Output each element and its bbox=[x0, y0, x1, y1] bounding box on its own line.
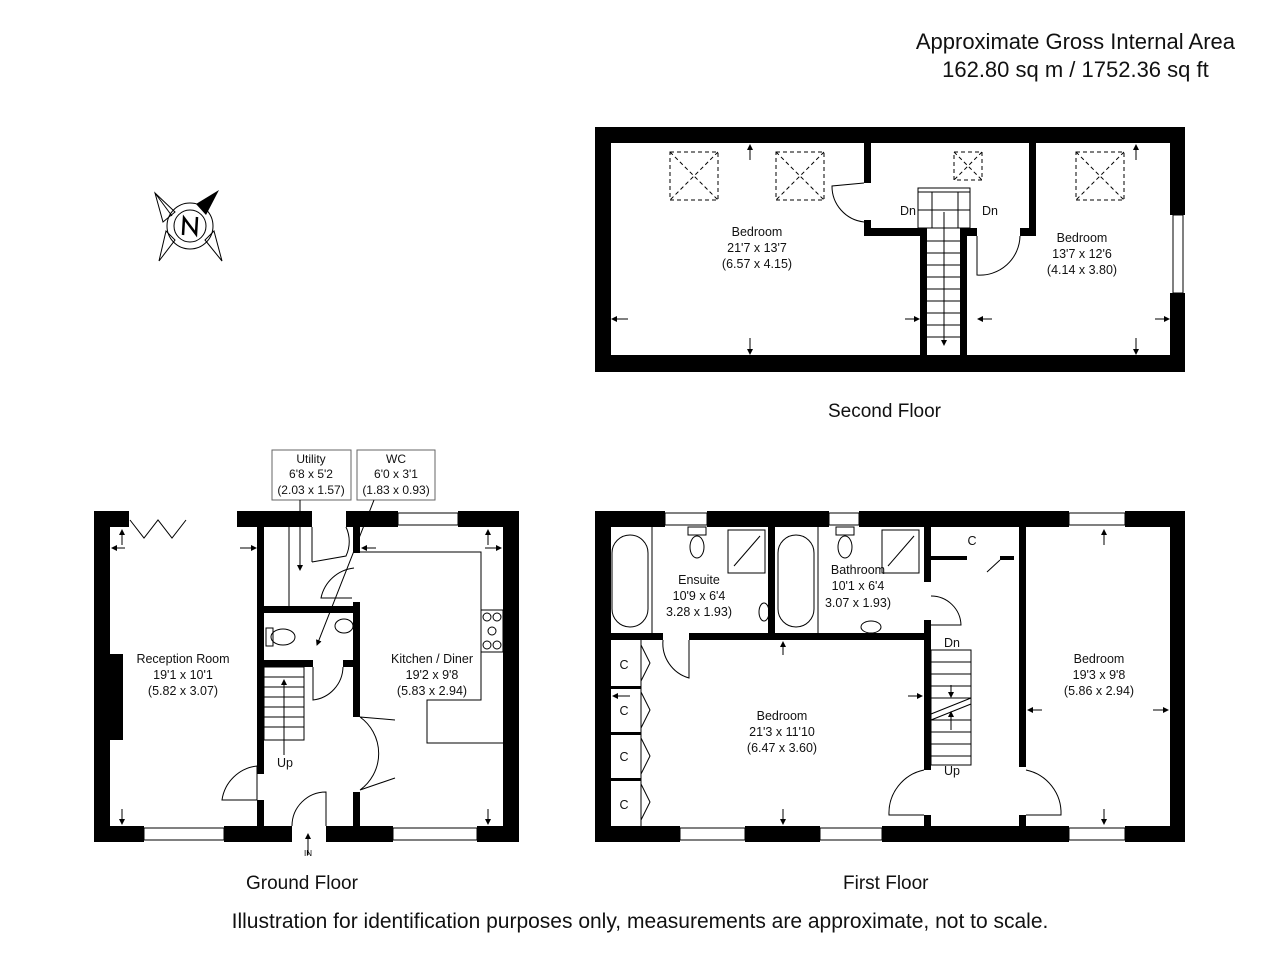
room-metric: (5.86 x 2.94) bbox=[1064, 684, 1134, 698]
stairs-down-label: Dn bbox=[982, 204, 998, 218]
room-metric: (1.83 x 0.93) bbox=[362, 483, 429, 497]
room-name: WC bbox=[386, 452, 406, 466]
room-metric: 3.28 x 1.93) bbox=[666, 605, 732, 619]
room-name: Bedroom bbox=[732, 225, 783, 239]
cupboard-label: C bbox=[619, 704, 628, 718]
room-name: Utility bbox=[296, 452, 325, 466]
ground-floor-label: Ground Floor bbox=[246, 873, 358, 894]
room-imperial: 10'1 x 6'4 bbox=[832, 579, 885, 593]
cupboard-label: C bbox=[619, 658, 628, 672]
stairs-up-label: Up bbox=[277, 756, 293, 770]
stairs-down-label: Dn bbox=[944, 636, 960, 650]
room-imperial: 21'3 x 11'10 bbox=[749, 725, 815, 739]
second-floor-plan: Bedroom 21'7 x 13'7 (6.57 x 4.15) Bedroo… bbox=[595, 127, 1185, 372]
ground-floor-plan: Reception Room 19'1 x 10'1 (5.82 x 3.07)… bbox=[94, 449, 519, 858]
first-floor-label: First Floor bbox=[843, 873, 929, 894]
room-name: Reception Room bbox=[136, 652, 229, 666]
first-floor-plan: Ensuite 10'9 x 6'4 3.28 x 1.93) Bathroom… bbox=[595, 511, 1185, 842]
area-value: 162.80 sq m / 1752.36 sq ft bbox=[942, 57, 1209, 82]
room-name: Bedroom bbox=[757, 709, 808, 723]
room-imperial: 6'8 x 5'2 bbox=[289, 467, 333, 481]
entrance-label: IN bbox=[304, 849, 312, 858]
room-metric: 3.07 x 1.93) bbox=[825, 596, 891, 610]
room-imperial: 19'2 x 9'8 bbox=[406, 668, 459, 682]
room-metric: (6.47 x 3.60) bbox=[747, 741, 817, 755]
room-name: Bedroom bbox=[1074, 652, 1125, 666]
room-name: Bathroom bbox=[831, 563, 885, 577]
room-metric: (5.83 x 2.94) bbox=[397, 684, 467, 698]
room-imperial: 19'1 x 10'1 bbox=[153, 668, 213, 682]
room-name: Bedroom bbox=[1057, 231, 1108, 245]
area-title: Approximate Gross Internal Area bbox=[915, 29, 1235, 54]
stairs-up-label: Up bbox=[944, 764, 960, 778]
gross-internal-area: Approximate Gross Internal Area 162.80 s… bbox=[916, 28, 1235, 84]
stairs-down-label: Dn bbox=[900, 204, 916, 218]
compass-north-icon bbox=[154, 190, 223, 262]
cupboard-label: C bbox=[967, 534, 976, 548]
disclaimer: Illustration for identification purposes… bbox=[231, 910, 1049, 933]
room-imperial: 19'3 x 9'8 bbox=[1073, 668, 1126, 682]
room-metric: (6.57 x 4.15) bbox=[722, 257, 792, 271]
room-name: Kitchen / Diner bbox=[391, 652, 473, 666]
room-metric: (5.82 x 3.07) bbox=[148, 684, 218, 698]
room-imperial: 21'7 x 13'7 bbox=[727, 241, 787, 255]
second-floor-label: Second Floor bbox=[828, 401, 942, 422]
cupboard-label: C bbox=[619, 750, 628, 764]
room-name: Ensuite bbox=[678, 573, 720, 587]
room-imperial: 10'9 x 6'4 bbox=[673, 589, 726, 603]
room-metric: (4.14 x 3.80) bbox=[1047, 263, 1117, 277]
cupboard-label: C bbox=[619, 798, 628, 812]
room-imperial: 13'7 x 12'6 bbox=[1052, 247, 1112, 261]
room-imperial: 6'0 x 3'1 bbox=[374, 467, 418, 481]
room-metric: (2.03 x 1.57) bbox=[277, 483, 344, 497]
